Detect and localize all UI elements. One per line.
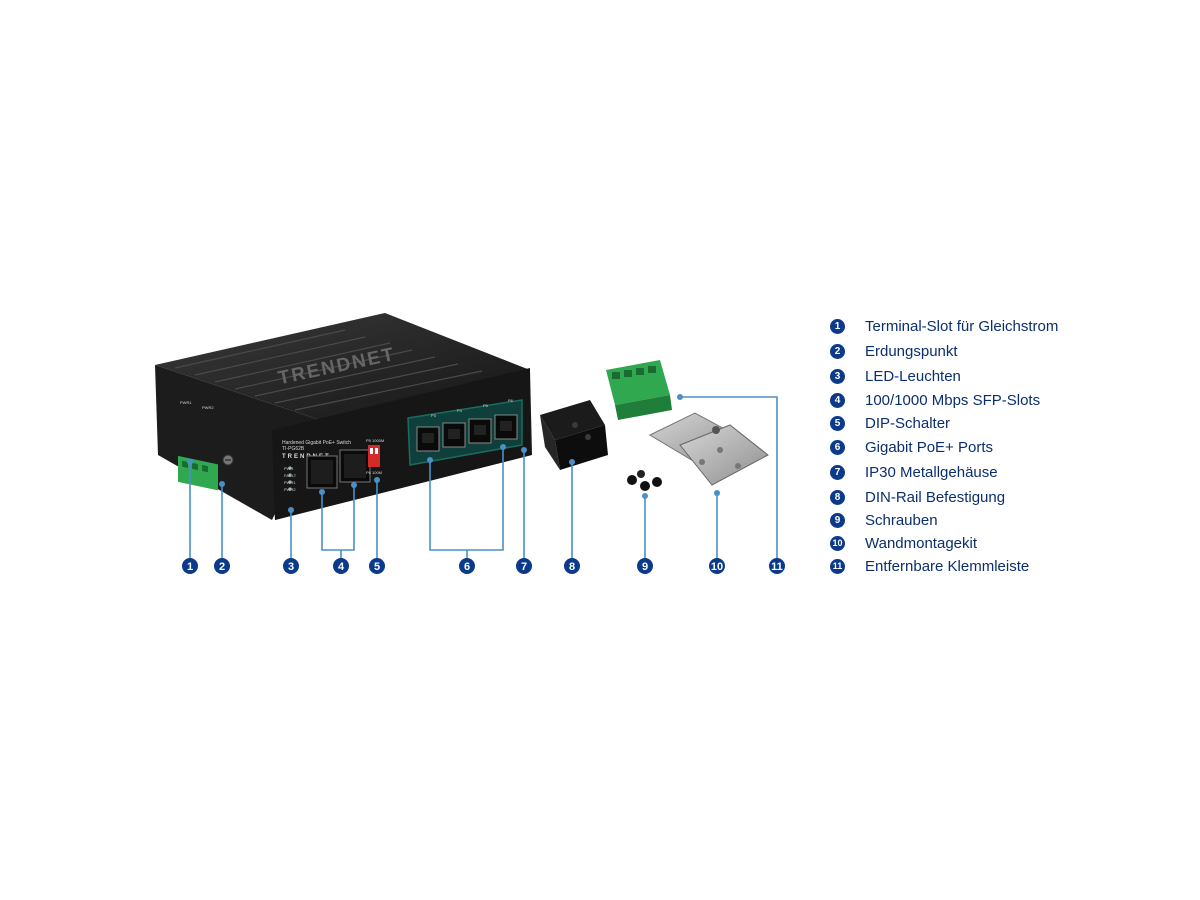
dip-label-top: P5 1000M <box>366 438 384 443</box>
callout-marker-2: 2 <box>214 558 230 574</box>
svg-text:8: 8 <box>569 561 575 573</box>
legend-text: Entfernbare Klemmleiste <box>865 557 1030 575</box>
switch-device: TRENDNET Hardened Gigabit PoE+ Switch TI… <box>155 313 532 520</box>
legend-item-9: 9 Schrauben <box>830 509 938 531</box>
cooling-fins <box>174 329 483 411</box>
status-leds <box>288 466 292 491</box>
led-label-fault: FAULT <box>284 473 297 478</box>
din-rail-bracket <box>540 400 608 470</box>
legend-number: 7 <box>830 464 845 480</box>
terminal-label-pwr2: PWR2 <box>202 405 214 410</box>
callout-marker-8: 8 <box>564 558 580 574</box>
callout-line-11 <box>680 396 778 558</box>
callout-marker-5: 5 <box>369 558 385 574</box>
legend-number: 4 <box>830 392 845 408</box>
front-brand-logo: TRENDNET <box>282 454 331 460</box>
svg-text:2: 2 <box>219 561 225 573</box>
legend-number: 8 <box>830 489 845 505</box>
svg-text:10: 10 <box>711 561 723 573</box>
legend-number: 9 <box>830 512 845 528</box>
led-label-pwr1: PWR1 <box>284 480 296 485</box>
sfp-slot-2 <box>339 449 371 483</box>
port-label-p4: P4 <box>457 408 463 413</box>
screws <box>627 470 662 491</box>
wall-mount-kit <box>648 412 769 486</box>
legend-text: Wandmontagekit <box>865 534 978 552</box>
legend-text: Gigabit PoE+ Ports <box>865 438 993 456</box>
callout-lines <box>189 396 778 558</box>
legend-item-11: 11 Entfernbare Klemmleiste <box>830 555 1029 577</box>
svg-text:9: 9 <box>642 561 648 573</box>
legend-text: Erdungspunkt <box>865 342 958 360</box>
callout-endpoints <box>187 394 720 513</box>
svg-text:1: 1 <box>187 561 193 573</box>
port-label-p3: P3 <box>431 413 437 418</box>
legend-number: 10 <box>830 535 845 551</box>
grounding-screw <box>222 454 234 466</box>
rj45-port-2 <box>442 422 466 448</box>
legend-item-7: 7 IP30 Metallgehäuse <box>830 461 998 483</box>
callout-marker-11: 11 <box>769 558 785 574</box>
rj45-port-4 <box>494 414 518 440</box>
legend-item-4: 4 100/1000 Mbps SFP-Slots <box>830 389 1040 411</box>
legend-text: LED-Leuchten <box>865 367 961 385</box>
legend-number: 5 <box>830 415 845 431</box>
legend-text: Schrauben <box>865 511 938 529</box>
legend-number: 6 <box>830 439 845 455</box>
callout-marker-10: 10 <box>709 558 725 574</box>
front-caption: Hardened Gigabit PoE+ Switch <box>282 440 351 446</box>
legend-item-10: 10 Wandmontagekit <box>830 532 977 554</box>
legend-number: 2 <box>830 343 845 359</box>
svg-text:5: 5 <box>374 561 380 573</box>
legend-item-8: 8 DIN-Rail Befestigung <box>830 486 1005 508</box>
legend-number: 11 <box>830 558 845 574</box>
led-label-pwr: PWR <box>284 466 293 471</box>
svg-text:6: 6 <box>464 561 470 573</box>
legend-text: DIP-Schalter <box>865 414 951 432</box>
rj45-port-3 <box>468 418 492 444</box>
callout-marker-6: 6 <box>459 558 475 574</box>
model-number: TI-PG62B <box>282 446 305 452</box>
removable-terminal-block <box>606 360 672 420</box>
legend-text: 100/1000 Mbps SFP-Slots <box>865 391 1041 409</box>
callout-marker-3: 3 <box>283 558 299 574</box>
rj45-port-1 <box>416 426 440 452</box>
callout-line-6 <box>429 447 504 558</box>
legend-item-6: 6 Gigabit PoE+ Ports <box>830 436 993 458</box>
sfp-slot-1 <box>306 455 338 489</box>
svg-text:3: 3 <box>288 561 294 573</box>
callout-marker-1: 1 <box>182 558 198 574</box>
port-label-p6: P6 <box>508 398 514 403</box>
dip-label-bottom: P6 100M <box>366 470 382 475</box>
switch-top-housing <box>155 313 530 420</box>
legend-number: 1 <box>830 318 845 334</box>
terminal-label-pwr1: PWR1 <box>180 400 192 405</box>
svg-text:7: 7 <box>521 561 527 573</box>
legend-number: 3 <box>830 368 845 384</box>
legend-text: DIN-Rail Befestigung <box>865 488 1006 506</box>
svg-text:11: 11 <box>771 561 783 573</box>
svg-text:4: 4 <box>338 561 345 573</box>
callout-marker-7: 7 <box>516 558 532 574</box>
legend-item-2: 2 Erdungspunkt <box>830 340 958 362</box>
legend-item-3: 3 LED-Leuchten <box>830 365 961 387</box>
callout-marker-9: 9 <box>637 558 653 574</box>
legend-text: IP30 Metallgehäuse <box>865 463 998 481</box>
led-label-pwr2: PWR2 <box>284 487 296 492</box>
port-label-p5: P5 <box>483 403 489 408</box>
dip-switch <box>368 445 380 467</box>
legend-text: Terminal-Slot für Gleichstrom <box>865 317 1059 335</box>
dc-terminal-block <box>178 455 218 491</box>
callout-line-4 <box>321 485 355 558</box>
callout-marker-4: 4 <box>333 558 349 574</box>
legend-item-1: 1 Terminal-Slot für Gleichstrom <box>830 315 1058 337</box>
legend-item-5: 5 DIP-Schalter <box>830 412 950 434</box>
